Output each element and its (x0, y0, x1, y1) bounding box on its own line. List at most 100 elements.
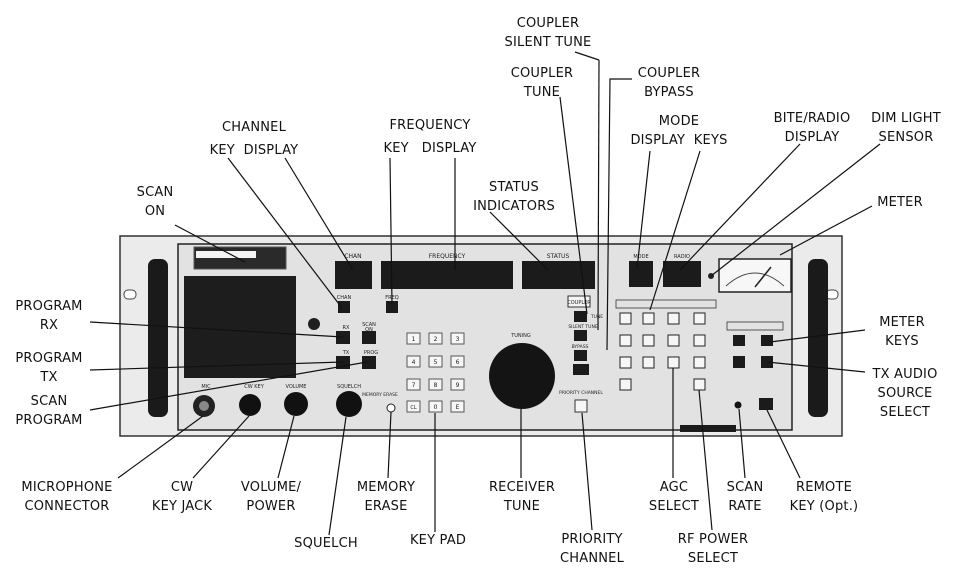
status-panel-label: STATUS (547, 253, 570, 260)
coupler-panel-box (567, 295, 591, 308)
callout-frequency: FREQUENCY KEY DISPLAY (360, 114, 500, 160)
callout-memory-line1: MEMORY (356, 480, 416, 495)
callout-volume-line1: VOLUME/ (240, 480, 302, 495)
tx-key-label: TX (342, 350, 350, 356)
channel-display (335, 261, 372, 289)
keypad-key-clear[interactable] (406, 400, 421, 413)
volume-power-knob[interactable] (284, 392, 308, 416)
agc-select-key[interactable] (667, 356, 680, 369)
keypad-label-3: 3 (456, 336, 460, 343)
receiver-tune-knob[interactable] (489, 343, 555, 409)
callout-microphone-connector: MICROPHONE CONNECTOR (4, 478, 130, 516)
meter-key[interactable] (761, 335, 773, 346)
meter-key[interactable] (733, 335, 745, 346)
mode-display (629, 261, 653, 287)
rf-power-select-key[interactable] (693, 378, 706, 391)
mode-key[interactable] (693, 334, 706, 347)
leader-microphone (117, 415, 204, 479)
mode-key[interactable] (642, 334, 655, 347)
keypad-key-3[interactable] (450, 332, 465, 345)
scan-rate-control[interactable] (734, 401, 742, 409)
callout-cw-line2: KEY JACK (151, 499, 213, 514)
keypad-key-enter[interactable] (450, 400, 465, 413)
mode-key[interactable] (693, 312, 706, 325)
callout-tx-audio-line3: SELECT (879, 405, 931, 420)
rx-key-label: RX (343, 325, 350, 331)
remote-key[interactable] (759, 398, 773, 410)
memory-erase-button[interactable] (386, 403, 396, 413)
mode-key[interactable] (642, 356, 655, 369)
leader-meter (779, 205, 873, 256)
radio-panel-label: RADIO (674, 254, 690, 260)
leader-tx-audio (766, 361, 866, 373)
keypad-label-0: 0 (434, 404, 438, 411)
coupler-bypass-key[interactable] (574, 350, 587, 361)
mode-key[interactable] (642, 312, 655, 325)
program-window (184, 276, 296, 378)
mode-key[interactable] (619, 378, 632, 391)
keypad-key-4[interactable] (406, 355, 421, 368)
mode-key[interactable] (667, 312, 680, 325)
callout-channel-line1: CHANNEL (221, 120, 287, 135)
leader-memory-erase (387, 411, 392, 479)
mode-key[interactable] (693, 356, 706, 369)
callout-volume-power: VOLUME/ POWER (228, 478, 314, 516)
keypad-key-7[interactable] (406, 378, 421, 391)
keypad-key-0[interactable] (428, 400, 443, 413)
leader-coupler-bypass (606, 78, 632, 351)
cw-key-jack[interactable] (239, 394, 261, 416)
keypad-key-6[interactable] (450, 355, 465, 368)
callout-mode-line2: DISPLAY KEYS (630, 133, 728, 148)
keypad-label-4: 4 (412, 359, 416, 366)
priority-channel-key[interactable] (574, 399, 588, 413)
keypad-key-9[interactable] (450, 378, 465, 391)
callout-channel: CHANNEL KEY DISPLAY (180, 116, 328, 162)
callout-receiver-line1: RECEIVER (488, 480, 556, 495)
callout-coupler-tune-line2: TUNE (523, 85, 561, 100)
callout-bypass-line2: BYPASS (644, 85, 694, 100)
mode-key[interactable] (619, 312, 632, 325)
callout-program-rx-line1: PROGRAM (15, 299, 83, 314)
leader-program-tx (89, 361, 344, 371)
callout-meter-line1: METER (877, 195, 923, 210)
mode-key[interactable] (619, 334, 632, 347)
tx-audio-key[interactable] (733, 356, 745, 368)
leader-remote-key (766, 409, 801, 479)
handle-right (808, 259, 828, 417)
scan-program-key[interactable] (362, 356, 376, 369)
handle-left (148, 259, 168, 417)
keypad-key-8[interactable] (428, 378, 443, 391)
meter-needle (754, 266, 772, 288)
keypad-key-2[interactable] (428, 332, 443, 345)
callout-rf-line1: RF POWER (677, 532, 749, 547)
leader-rf-power-select (698, 389, 713, 531)
callout-scan-program-line2: PROGRAM (15, 413, 83, 428)
scan-key-label: SCAN (362, 322, 376, 328)
key-pad: 1 2 3 4 5 6 7 8 9 CL 0 E (406, 332, 465, 413)
keypad-key-5[interactable] (428, 355, 443, 368)
squelch-knob[interactable] (336, 391, 362, 417)
frequency-key[interactable] (386, 301, 398, 313)
scan-on-key[interactable] (362, 331, 376, 344)
callout-remote-line2: KEY (Opt.) (789, 499, 859, 514)
squelch-panel-label: SQUELCH (337, 384, 361, 390)
coupler-silent-tune-key[interactable] (574, 330, 587, 341)
coupler-tune-key[interactable] (574, 311, 587, 322)
leader-lines (89, 51, 881, 536)
keypad-key-1[interactable] (406, 332, 421, 345)
callout-mic-line1: MICROPHONE (21, 480, 113, 495)
callout-agc-line1: AGC (659, 480, 689, 495)
coupler-extra-key[interactable] (573, 364, 589, 375)
callout-remote-line1: REMOTE (795, 480, 853, 495)
mode-key[interactable] (667, 334, 680, 347)
program-rx-key[interactable] (336, 331, 350, 344)
keypad-label-5: 5 (434, 359, 438, 366)
leader-volume (277, 415, 295, 479)
mode-key[interactable] (619, 356, 632, 369)
leader-squelch (328, 416, 347, 536)
channel-key[interactable] (338, 301, 350, 313)
on-key-label: ON (365, 327, 373, 333)
status-display (522, 261, 595, 289)
callout-bypass-line1: COUPLER (637, 66, 701, 81)
callout-frequency-line1: FREQUENCY (389, 118, 471, 133)
